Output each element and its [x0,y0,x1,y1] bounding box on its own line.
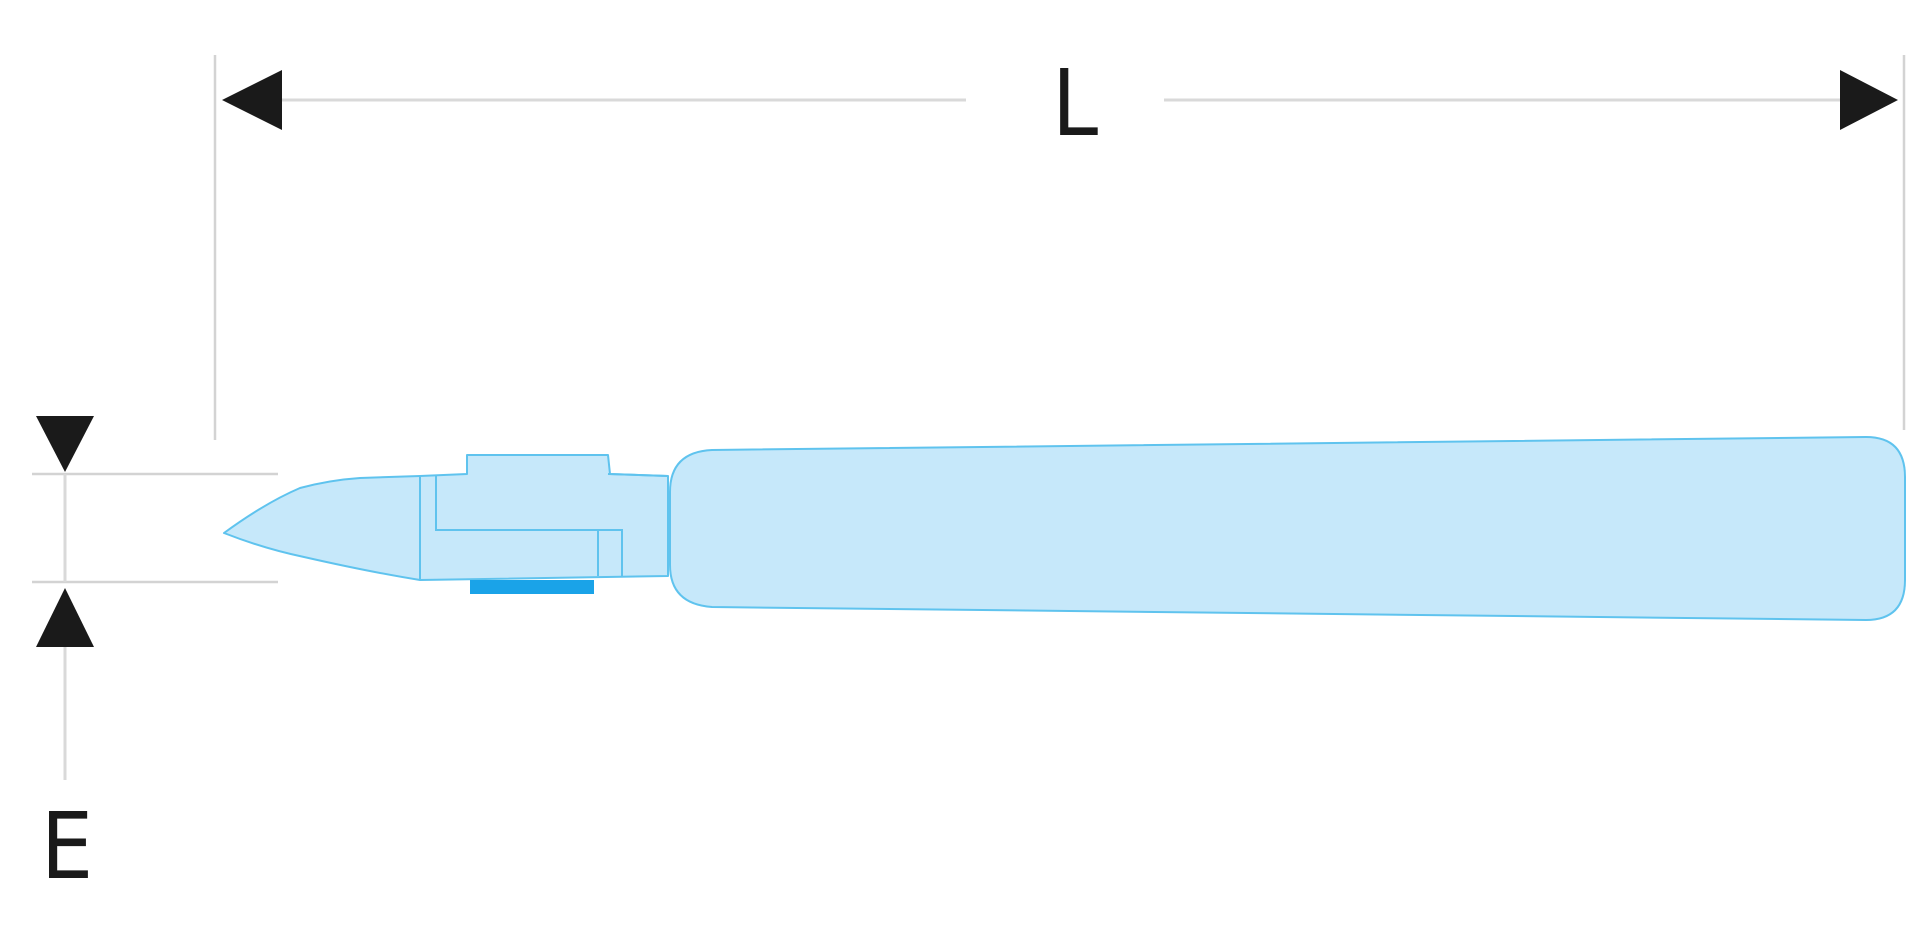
length-dimension: L [213,50,1906,440]
thickness-arrow-bottom [36,588,94,647]
pliers-spring-accent [470,580,594,594]
thickness-label: E [41,793,93,900]
length-arrow-right [1840,70,1898,130]
length-label: L [1052,50,1098,157]
thickness-dimension: E [32,416,278,900]
length-arrow-left [222,70,282,130]
pliers-joint-line-inner [435,476,623,576]
pliers-icon [223,436,1906,621]
pliers-jaw-edge [607,473,669,477]
thickness-arrow-top [36,416,94,472]
pliers-jaw [223,454,669,581]
pliers-handle [669,436,1906,621]
